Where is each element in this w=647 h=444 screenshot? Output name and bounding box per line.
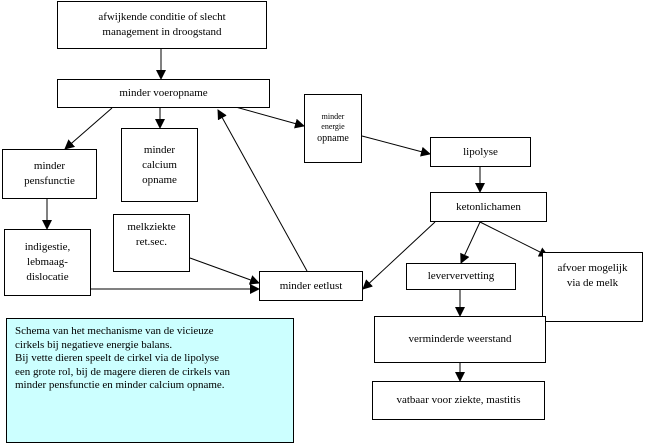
edge-eetlust-to-voeropname xyxy=(217,109,308,272)
node-lipolyse: lipolyse xyxy=(430,137,531,167)
edge-melkziekte-to-eetlust xyxy=(189,257,260,285)
edge-ketonlichamen-to-afvoer xyxy=(479,221,549,257)
edge-voeropname-to-pensfunctie xyxy=(64,107,113,150)
node-verminderde-weerstand: verminderde weerstand xyxy=(374,316,546,363)
edge-ketonlichamen-to-leververvetting xyxy=(460,221,481,264)
node-minder-energie-opname: minder energie opname xyxy=(304,94,362,163)
node-leververvetting: leververvetting xyxy=(406,263,516,290)
edge-voeropname-to-energie xyxy=(231,105,305,129)
node-afvoer-melk: afvoer mogelijk via de melk xyxy=(542,252,643,322)
node-minder-calcium-opname: minder calcium opname xyxy=(121,128,198,202)
node-minder-eetlust: minder eetlust xyxy=(259,271,363,301)
node-opname-label: opname xyxy=(317,133,349,144)
node-melkziekte: melkziekte ret.sec. xyxy=(113,214,190,272)
node-vatbaar: vatbaar voor ziekte, mastitis xyxy=(372,381,545,420)
node-ketonlichamen: ketonlichamen xyxy=(430,192,547,222)
node-minder-pensfunctie: minder pensfunctie xyxy=(2,149,97,199)
edge-ketonlichamen-to-eetlust xyxy=(362,221,436,290)
node-indigestie: indigestie, lebmaag- dislocatie xyxy=(4,229,91,296)
node-minder-energie-label: minder energie xyxy=(321,112,345,131)
node-minder-voeropname: minder voeropname xyxy=(57,79,270,108)
caption-box: Schema van het mechanisme van de vicieuz… xyxy=(6,318,294,443)
node-afwijkende-conditie: afwijkende conditie of slecht management… xyxy=(57,1,267,49)
edge-energie-to-lipolyse xyxy=(361,135,431,157)
